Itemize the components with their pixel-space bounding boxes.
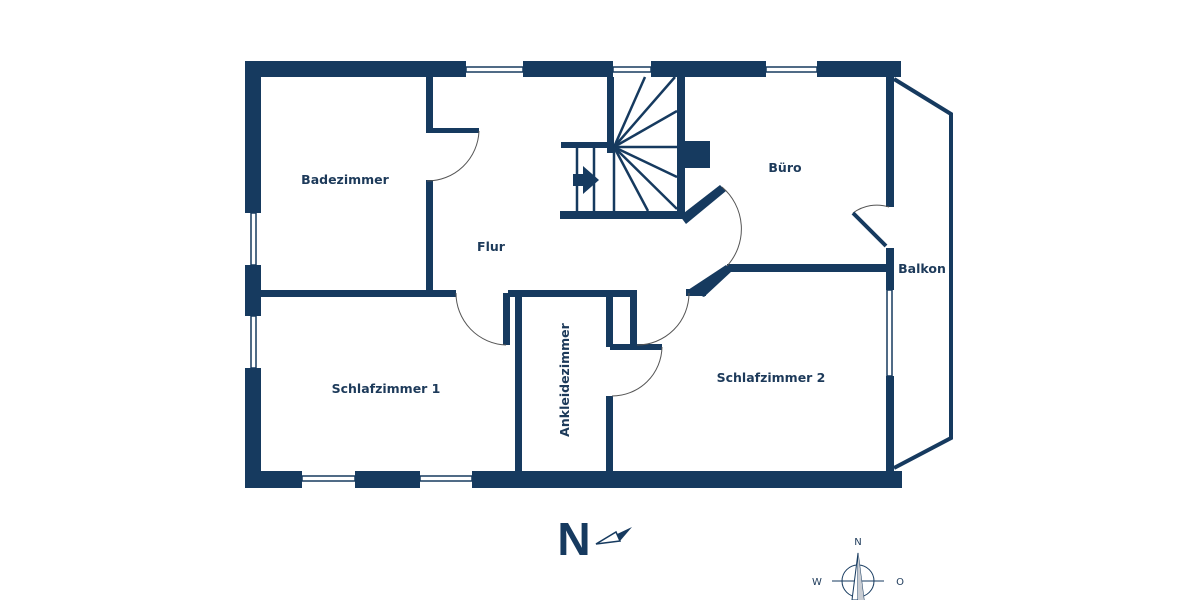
wall-stair-top — [561, 142, 614, 148]
label-badezimmer: Badezimmer — [301, 172, 389, 187]
wall-bad-flur-2 — [426, 180, 433, 297]
walls — [245, 61, 902, 488]
wall-left-1 — [245, 61, 261, 213]
wall-left-3 — [245, 368, 261, 488]
wall-top-2 — [523, 61, 613, 77]
wall-bottom-3 — [472, 471, 902, 488]
door-balkon — [852, 204, 890, 214]
wall-buero-schlaf2 — [727, 264, 889, 272]
wall-ankleide-box-bottom — [610, 344, 662, 350]
window-top-2 — [612, 66, 652, 73]
compass-w: W — [812, 577, 822, 588]
wall-stair-left — [607, 77, 614, 153]
label-schlafzimmer1: Schlafzimmer 1 — [332, 381, 441, 396]
label-ankleidezimmer: Ankleidezimmer — [557, 322, 572, 436]
wall-schlaf1-door-jamb — [503, 293, 510, 345]
windows — [250, 66, 893, 482]
wall-buero-angle-1 — [680, 185, 726, 224]
door-buero-left — [721, 186, 742, 267]
north-arrow: N — [557, 513, 632, 565]
label-flur: Flur — [477, 239, 506, 254]
wall-right-2 — [886, 248, 894, 290]
north-arrow-outline — [595, 530, 622, 545]
wall-right-1 — [886, 61, 894, 207]
staircase — [575, 76, 678, 212]
compass-rose-icon — [832, 552, 884, 600]
label-balkon: Balkon — [898, 261, 946, 276]
window-top-3 — [765, 66, 818, 73]
wall-flur-schlaf2-stub — [686, 289, 706, 296]
label-schlafzimmer2: Schlafzimmer 2 — [717, 370, 826, 385]
wall-bad-schlaf1 — [261, 290, 456, 297]
compass-n: N — [854, 537, 861, 548]
wall-top-3 — [651, 61, 766, 77]
wall-left-2 — [245, 265, 261, 316]
door-ankleide — [611, 346, 663, 397]
chimney — [682, 141, 710, 168]
door-schlaf1 — [455, 292, 507, 346]
wall-bottom-2 — [355, 471, 420, 488]
window-top-1 — [465, 66, 524, 73]
wall-top-4 — [817, 61, 901, 77]
window-left-1 — [250, 212, 257, 266]
door-schlaf2 — [636, 292, 690, 346]
label-buero: Büro — [768, 160, 802, 175]
wall-bad-flur-stub — [426, 128, 479, 133]
compass-o: O — [896, 577, 904, 588]
wall-top-1 — [245, 61, 466, 77]
wall-bad-flur-1 — [426, 77, 433, 129]
window-bottom-2 — [419, 475, 473, 482]
window-left-2 — [250, 315, 257, 369]
door-balkon-leaf — [851, 211, 888, 248]
window-bottom-1 — [301, 475, 356, 482]
door-bad — [426, 130, 480, 182]
window-balkon-door — [886, 289, 893, 377]
wall-stair-right — [677, 77, 685, 217]
stair-direction-arrow-icon — [573, 166, 599, 194]
wall-ankleide-left — [515, 290, 522, 471]
wall-ankleide-top — [508, 290, 637, 297]
wall-bottom-1 — [245, 471, 302, 488]
wall-ankleide-right-box — [630, 290, 637, 347]
north-letter: N — [557, 513, 590, 565]
wall-stair-bottom — [560, 211, 684, 219]
balkon-outline — [892, 77, 953, 470]
wall-right-3 — [886, 376, 894, 488]
wall-ankleide-right-2 — [606, 396, 613, 471]
door-arcs — [426, 130, 890, 397]
wall-ankleide-right-1 — [606, 290, 613, 347]
